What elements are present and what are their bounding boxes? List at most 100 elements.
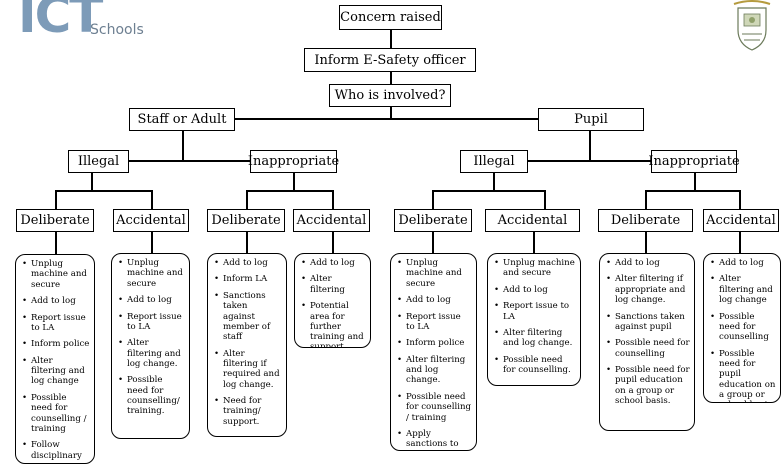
connector [645,232,647,253]
connector [246,190,334,192]
connector [390,107,392,119]
staff-inappropriate-node: Inappropriate [248,150,339,173]
connector [151,190,153,209]
connector [493,173,495,191]
list-item: Add to log [605,258,690,269]
school-crest-icon [733,0,771,51]
list-item: Possible need for pupil education on a g… [709,349,776,402]
list-item: Alter filtering if required and log chan… [213,349,282,390]
connector [91,173,93,191]
list-item: Add to log [213,258,282,269]
pupil-node: Pupil [538,108,644,131]
list-item: Alter filtering and log change [709,274,776,305]
pupil-inappropriate-deliberate-list: Add to log Alter filtering if appropriat… [599,253,695,431]
connector [390,30,392,48]
who-involved-node: Who is involved? [329,84,451,107]
connector [117,160,251,162]
list-item: Unplug machine and secure [396,258,472,289]
list-item: Potential area for further training and … [300,301,366,347]
connector [151,232,153,254]
staff-adult-node: Staff or Adult [129,108,235,131]
list-item: Add to log [21,296,90,307]
list-item: Add to log [117,295,185,306]
pupil-illegal-deliberate-node: Deliberate [394,209,472,232]
list-item: Report issue to LA [21,313,90,334]
list-item: Need for training/ support. [213,396,282,427]
staff-illegal-accidental-list: Unplug machine and secure Add to log Rep… [111,253,190,439]
list-item: Alter filtering and log change. [493,328,576,349]
connector [332,190,334,209]
list-item: Add to log [396,295,472,306]
connector [246,232,248,253]
list-item: Possible need for pupil education on a g… [605,365,690,406]
connector [739,232,741,253]
connector [739,190,741,209]
connector [332,232,334,253]
connector [55,232,57,254]
list-item: Alter filtering and log change. [396,355,472,386]
connector [645,190,741,192]
list-item: Sanctions taken against member of staff [213,291,282,342]
connector [55,190,57,209]
list-item: Sanctions taken against pupil [605,312,690,333]
pupil-illegal-deliberate-list: Unplug machine and secure Add to log Rep… [390,253,477,451]
list-item: Possible need for counselling / training [21,393,90,434]
list-item: Add to log [493,285,576,296]
pupil-inappropriate-node: Inappropriate [648,150,740,173]
concern-raised-node: Concern raised [339,5,442,30]
pupil-inappropriate-deliberate-node: Deliberate [598,209,693,232]
list-item: Alter filtering if appropriate and log c… [605,274,690,305]
staff-inappropriate-accidental-node: Accidental [293,209,370,232]
staff-inappropriate-accidental-list: Add to log Alter filtering Potential are… [294,253,371,348]
list-item: Inform LA [213,274,282,285]
list-item: Report issue to LA [396,312,472,333]
list-item: Unplug machine and secure [117,258,185,289]
list-item: Report issue to LA [117,312,185,333]
list-item: Inform police [21,339,90,350]
connector [533,232,535,253]
inform-esafety-node: Inform E-Safety officer [304,48,476,72]
connector [246,190,248,209]
pupil-illegal-accidental-node: Accidental [485,209,580,232]
list-item: Possible need for counselling [605,338,690,359]
list-item: Add to log [709,258,776,269]
list-item: Alter filtering [300,274,366,295]
staff-illegal-accidental-node: Accidental [113,209,189,232]
connector [544,190,546,209]
connector [645,190,647,209]
connector [432,232,434,253]
connector [432,190,546,192]
list-item: Alter filtering and log change. [117,338,185,369]
list-item: Follow disciplinary [21,440,90,461]
staff-illegal-node: Illegal [68,150,129,173]
list-item: Unplug machine and secure [493,258,576,279]
connector [55,190,153,192]
pupil-inappropriate-accidental-list: Add to log Alter filtering and log chang… [703,253,781,403]
list-item: Possible need for counselling. [493,355,576,376]
logo-ict-text: ICT [18,0,103,44]
list-item: Possible need for counselling/ training. [117,375,185,416]
connector [235,118,538,120]
connector [589,131,591,161]
connector [182,131,184,161]
list-item: Possible need for counselling [709,312,776,343]
pupil-inappropriate-accidental-node: Accidental [703,209,779,232]
pupil-illegal-node: Illegal [460,150,528,173]
list-item: Unplug machine and secure [21,259,90,290]
connector [432,190,434,209]
list-item: Inform police [396,338,472,349]
pupil-illegal-accidental-list: Unplug machine and secure Add to log Rep… [487,253,581,386]
list-item: Possible need for counselling / training [396,392,472,423]
list-item: Apply sanctions to pupil. [396,429,472,450]
staff-inappropriate-deliberate-list: Add to log Inform LA Sanctions taken aga… [207,253,287,437]
connector [390,72,392,84]
staff-inappropriate-deliberate-node: Deliberate [207,209,285,232]
list-item: Report issue to LA [493,301,576,322]
connector [528,160,652,162]
staff-illegal-deliberate-node: Deliberate [16,209,94,232]
list-item: Alter filtering and log change [21,356,90,387]
ict-schools-logo: ICT Schools [18,0,148,44]
staff-illegal-deliberate-list: Unplug machine and secure Add to log Rep… [15,254,95,464]
list-item: Add to log [300,258,366,269]
connector [694,173,696,191]
